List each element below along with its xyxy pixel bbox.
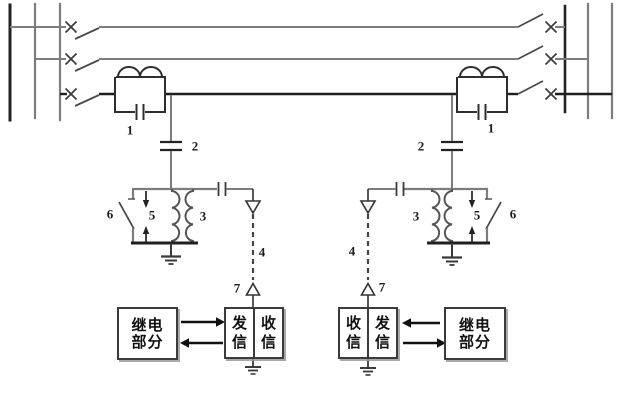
label-hf-cable-left: 4 xyxy=(258,244,266,260)
switch-blade xyxy=(74,59,100,72)
transmitter-label: 发信 xyxy=(374,315,390,351)
wave-trap-left xyxy=(114,66,166,120)
connector-triangle xyxy=(360,281,376,296)
breaker-x-right-top xyxy=(544,20,558,34)
label-coupling-cap-right: 2 xyxy=(417,138,425,154)
phase-line-top xyxy=(10,13,565,40)
grounding-switch xyxy=(485,189,502,244)
earth-symbol xyxy=(442,243,462,266)
label-ground-switch-right: 6 xyxy=(509,206,517,222)
receiver-cell: 收信 xyxy=(255,309,282,357)
breaker-x-left-middle xyxy=(64,52,78,66)
receiver-cell: 收信 xyxy=(340,309,369,357)
series-capacitor xyxy=(217,182,227,196)
phase-line-bottom xyxy=(60,80,612,107)
signal-arrows-right xyxy=(402,318,446,348)
receiver-label: 收信 xyxy=(345,315,361,351)
protective-gap xyxy=(468,191,476,243)
arrester-triangle xyxy=(359,200,377,215)
coupling-capacitor-right xyxy=(441,95,463,189)
hf-cable-right xyxy=(359,189,377,308)
label-protective-gap-right: 5 xyxy=(473,207,481,223)
transmitter-cell: 发信 xyxy=(226,309,255,357)
switch-blade xyxy=(74,94,100,107)
label-ground-switch-left: 6 xyxy=(106,206,114,222)
label-connector-right: 7 xyxy=(378,279,386,295)
receiver-label: 收信 xyxy=(260,315,276,351)
label-transformer-left: 3 xyxy=(199,208,207,224)
relay-section-label: 继电部分 xyxy=(458,316,491,351)
phase-line-middle xyxy=(35,45,588,72)
label-protective-gap-left: 5 xyxy=(148,207,156,223)
relay-section-label: 继电部分 xyxy=(131,316,164,351)
connector-triangle xyxy=(245,281,261,296)
switch-blade xyxy=(118,201,135,230)
label-coupling-cap-left: 2 xyxy=(191,138,199,154)
breaker-x-left-bottom xyxy=(64,87,78,101)
series-capacitor xyxy=(395,182,405,196)
earth-symbol-box-right xyxy=(360,359,376,376)
hf-cable-left xyxy=(244,189,262,308)
signal-arrows-left xyxy=(180,317,225,348)
breaker-x-left-top xyxy=(64,20,78,34)
filter-section-left xyxy=(118,182,253,265)
switch-blade xyxy=(517,80,544,95)
busbar-group-right xyxy=(563,2,614,120)
label-line-trap-right: 1 xyxy=(487,120,495,136)
label-hf-cable-right: 4 xyxy=(348,243,356,259)
transceiver-box-right: 收信 发信 xyxy=(338,307,398,359)
switch-blade xyxy=(517,45,544,60)
coupling-capacitor-left xyxy=(160,95,182,189)
filter-section-right xyxy=(368,182,502,266)
grounding-switch xyxy=(118,189,135,244)
earth-symbol-box-left xyxy=(245,359,261,375)
busbar-group-left xyxy=(8,2,62,122)
earth-symbol xyxy=(161,243,181,265)
inductor-humps xyxy=(459,66,505,78)
transmitter-cell: 发信 xyxy=(369,309,396,357)
transmitter-label: 发信 xyxy=(231,315,247,351)
label-connector-left: 7 xyxy=(233,280,241,296)
breaker-x-right-middle xyxy=(544,52,558,66)
transceiver-box-left: 发信 收信 xyxy=(224,307,284,359)
relay-section-box-right: 继电部分 xyxy=(444,307,506,360)
wave-trap-right xyxy=(456,66,508,120)
relay-section-box-left: 继电部分 xyxy=(117,307,178,360)
switch-blade xyxy=(74,27,100,40)
inductor-humps xyxy=(117,66,163,78)
matching-transformer xyxy=(431,189,453,243)
breaker-x-right-bottom xyxy=(544,87,558,101)
switch-blade xyxy=(485,201,502,230)
label-line-trap-left: 1 xyxy=(126,122,134,138)
label-transformer-right: 3 xyxy=(412,208,420,224)
arrester-triangle xyxy=(244,200,262,215)
matching-transformer xyxy=(171,189,194,243)
protective-gap xyxy=(142,191,150,243)
switch-blade xyxy=(517,13,544,28)
